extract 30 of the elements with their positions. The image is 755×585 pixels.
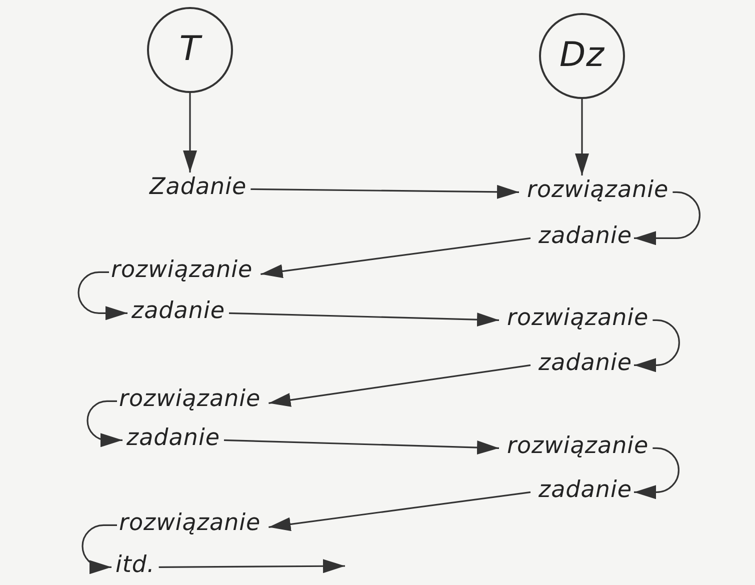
arrow: [575, 99, 589, 176]
node-label: rozwiązanie: [119, 510, 261, 536]
node-label: rozwiązanie: [507, 306, 649, 331]
arrow: [634, 191, 700, 246]
arrow: [250, 184, 519, 199]
node-label: rozwiązanie: [111, 258, 253, 283]
arrow: [268, 491, 531, 532]
arrow: [82, 524, 117, 574]
arrow: [158, 559, 345, 574]
arrow: [634, 447, 680, 500]
node-label: rozwiązanie: [507, 434, 649, 459]
arrow: [86, 400, 122, 448]
circle-node: T: [147, 7, 233, 93]
circle-node: Dz: [539, 13, 625, 99]
arrow: [78, 271, 128, 320]
node-label: itd.: [116, 552, 155, 578]
node-label: zadanie: [126, 426, 220, 451]
arrow: [183, 93, 197, 172]
arrow: [228, 312, 500, 327]
node-label: rozwiązanie: [527, 178, 669, 203]
node-label: zadanie: [132, 298, 225, 324]
arrow: [224, 439, 500, 454]
arrow: [634, 319, 680, 372]
arrow: [260, 237, 531, 278]
node-label: zadanie: [538, 350, 632, 376]
node-label: zadanie: [538, 478, 632, 503]
node-label: zadanie: [538, 224, 632, 249]
arrow: [268, 364, 531, 407]
node-label: Zadanie: [150, 174, 247, 200]
node-label: rozwiązanie: [119, 386, 261, 412]
